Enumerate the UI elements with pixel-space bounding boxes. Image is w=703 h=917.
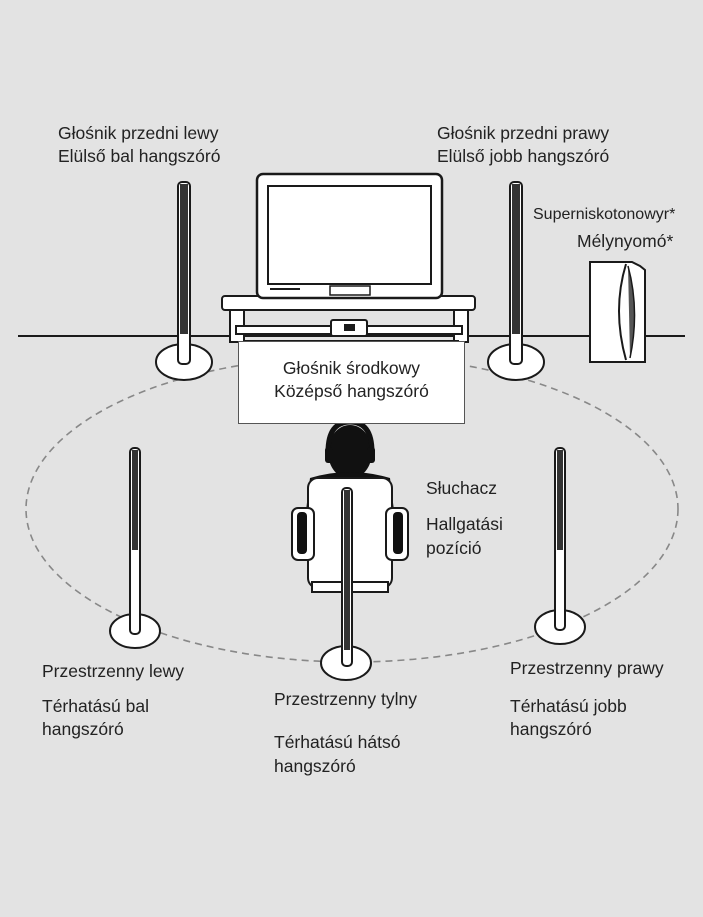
surround-left-label-pl: Przestrzenny lewy — [42, 661, 184, 681]
front-right-label-hu: Elülső jobb hangszóró — [437, 146, 610, 166]
front-left-label-hu: Elülső bal hangszóró — [58, 146, 221, 166]
surround-right-label-hu-2: hangszóró — [510, 719, 592, 739]
surround-back-label-hu-2: hangszóró — [274, 756, 356, 776]
front-left-speaker-icon — [155, 181, 213, 381]
surround-right-speaker-icon — [534, 447, 586, 645]
surround-back-label-hu-1: Térhatású hátsó — [274, 732, 401, 752]
front-left-label-pl: Głośnik przedni lewy — [58, 123, 219, 143]
surround-right-label-hu-1: Térhatású jobb — [510, 696, 627, 716]
center-speaker-label-box — [238, 341, 465, 424]
center-label-pl: Głośnik środkowy — [282, 358, 421, 378]
listener-label-pl: Słuchacz — [426, 478, 498, 498]
front-right-label-pl: Głośnik przedni prawy — [437, 123, 610, 143]
listener-label-hu-1: Hallgatási — [426, 514, 503, 534]
surround-back-label-pl: Przestrzenny tylny — [274, 689, 417, 709]
surround-left-speaker-icon — [109, 447, 161, 649]
television-icon — [255, 172, 444, 300]
subwoofer-label-hu: Mélynyomó* — [577, 231, 674, 251]
listener-label-hu-2: pozíció — [426, 538, 482, 558]
subwoofer-icon — [589, 261, 646, 363]
surround-left-label-hu-1: Térhatású bal — [42, 696, 150, 716]
surround-back-speaker-icon — [320, 487, 372, 681]
subwoofer-label-pl: Superniskotonowyr* — [533, 206, 676, 223]
surround-right-label-pl: Przestrzenny prawy — [510, 658, 664, 678]
center-speaker-icon — [330, 319, 368, 337]
front-right-speaker-icon — [487, 181, 545, 381]
center-label-hu: Középső hangszóró — [274, 381, 429, 401]
surround-left-label-hu-2: hangszóró — [42, 719, 124, 739]
